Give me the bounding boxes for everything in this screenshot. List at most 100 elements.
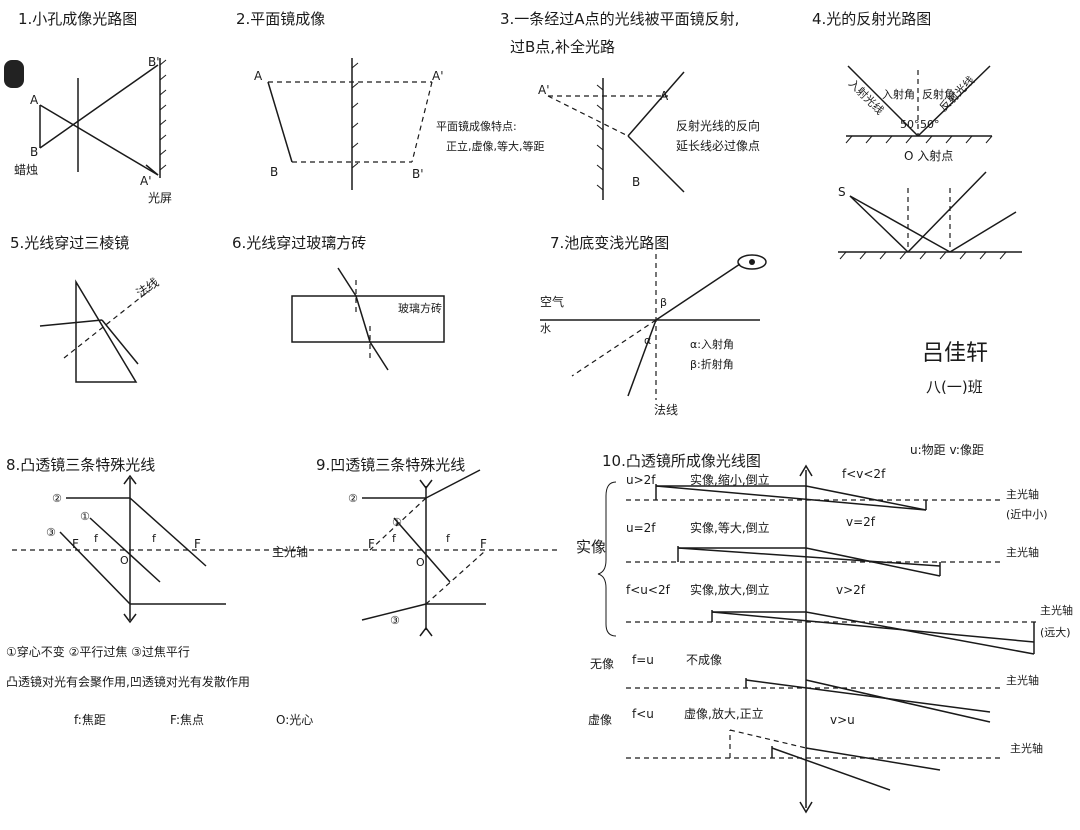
angle-in-label: 入射角 — [882, 87, 915, 101]
r1-note: (近中小) — [1006, 508, 1048, 521]
normal-label: 法线 — [134, 275, 162, 300]
prism — [75, 279, 138, 383]
r2-v: v=2f — [846, 515, 876, 529]
ray-row5b — [805, 747, 941, 771]
deg-refl: 50° — [920, 118, 940, 131]
student-class: 八(一)班 — [926, 378, 983, 396]
label-a: A — [30, 93, 39, 107]
ray-row2c — [805, 547, 941, 577]
r2-cond: u=2f — [626, 521, 656, 535]
f-left: f — [94, 532, 99, 545]
ray-a — [39, 104, 159, 176]
f-left: f — [392, 532, 397, 545]
r1-axis: 主光轴 — [1006, 487, 1039, 501]
optical-center: O — [120, 554, 129, 567]
ray-in — [337, 267, 357, 297]
candle-label: 蜡烛 — [14, 163, 38, 177]
num-3: ③ — [46, 526, 56, 539]
label-b2: B' — [412, 167, 424, 181]
real-image-brace — [597, 481, 617, 637]
pinhole-title: 1.小孔成像光路图 — [18, 10, 137, 28]
pool-title: 7.池底变浅光路图 — [550, 234, 669, 252]
screen-label: 光屏 — [148, 191, 172, 205]
mirror-hatching — [596, 84, 604, 191]
convex-title: 8.凸透镜三条特殊光线 — [6, 456, 155, 474]
concave-title: 9.凹透镜三条特殊光线 — [316, 456, 465, 474]
lens-arrows — [419, 479, 433, 637]
f-right: f — [152, 532, 157, 545]
legend-O: O:光心 — [276, 713, 313, 727]
label-a2: A' — [538, 83, 550, 97]
legend-alpha: α:入射角 — [690, 337, 734, 351]
r2-desc: 实像,等大,倒立 — [690, 520, 770, 535]
incident-ray — [627, 71, 685, 137]
normal — [63, 289, 151, 359]
ray-1 — [89, 517, 161, 583]
diagram-glass-brick: 6.光线穿过玻璃方砖 玻璃方砖 — [232, 234, 445, 371]
r5-desc: 虚像,放大,正立 — [684, 706, 764, 721]
ray-1 — [393, 517, 451, 583]
imaging-header: u:物距 v:像距 — [910, 443, 984, 457]
label-b: B — [270, 165, 278, 179]
label-a2: A' — [140, 174, 152, 188]
incident-label: 入射光线 — [846, 76, 887, 117]
surface-hatching — [845, 135, 993, 144]
real-label: 实像 — [576, 538, 606, 556]
ray-row4b — [805, 679, 991, 723]
surface-hatching-2 — [839, 251, 1007, 260]
ray-b — [39, 64, 159, 149]
features-title: 平面镜成像特点: — [436, 119, 517, 133]
glass-brick — [291, 295, 445, 343]
screen-hatching — [159, 59, 167, 171]
diagram-convex-lens: 8.凸透镜三条特殊光线 ② ① ③ F F f f O 主光轴 — [6, 456, 560, 624]
ray-2-out — [129, 497, 207, 567]
label-a: A — [660, 89, 669, 103]
ray-s2 — [849, 195, 951, 253]
ray-row5a — [771, 747, 891, 791]
legend-F: F:焦点 — [170, 713, 204, 727]
label-s: S — [838, 185, 846, 199]
clip-shadow — [4, 60, 24, 88]
lens-arrows — [123, 474, 137, 624]
diagram-concave-lens: 9.凹透镜三条特殊光线 ② ① ③ F F f f O — [316, 456, 487, 637]
note-line1: 反射光线的反向 — [676, 118, 760, 133]
ray-inside — [355, 295, 371, 343]
label-b2: B' — [148, 55, 160, 69]
focus-left: F — [72, 537, 79, 551]
ray-row3c — [805, 611, 1035, 655]
prism-title: 5.光线穿过三棱镜 — [10, 234, 129, 252]
ray-row5-back — [729, 729, 807, 749]
plane-mirror-title: 2.平面镜成像 — [236, 10, 325, 28]
ray-extension — [571, 319, 657, 377]
ray-3-in — [361, 603, 427, 621]
ray-3-in — [59, 531, 131, 605]
ray-row3a — [711, 611, 1035, 643]
label-a: A — [254, 69, 263, 83]
num-1: ① — [392, 516, 402, 529]
ray-2-back — [369, 497, 427, 551]
diagram-reflection: 4.光的反射光路图 入射光线 入射角 反射角 反射光线 50° 50° O 入射… — [812, 10, 1022, 260]
legend-beta: β:折射角 — [690, 357, 734, 371]
focus-right: F — [194, 537, 201, 551]
eye-pupil — [749, 259, 755, 265]
student-name: 吕佳轩 — [922, 341, 988, 366]
ray-2-out — [425, 469, 481, 499]
mirror-hatching — [351, 62, 359, 169]
water-label: 水 — [540, 322, 551, 335]
num-1: ① — [80, 510, 90, 523]
ray-row1c — [805, 485, 927, 511]
diagram-reflection-ab: 3.一条经过A点的光线被平面镜反射, 过B点,补全光路 A' A B 反射光线的… — [500, 10, 760, 200]
reflection-ab-title2: 过B点,补全光路 — [510, 38, 615, 56]
f-right: f — [446, 532, 451, 545]
deg-in: 50° — [900, 118, 920, 131]
ray-row2a — [677, 547, 941, 567]
ray-water — [627, 319, 657, 397]
num-2: ② — [52, 492, 62, 505]
r3-note: (远大) — [1040, 625, 1071, 639]
none-label: 无像 — [590, 657, 614, 671]
legend-line1: ①穿心不变 ②平行过焦 ③过焦平行 — [6, 644, 190, 659]
focus-left: F — [368, 537, 375, 551]
features-body: 正立,虚像,等大,等距 — [446, 139, 545, 153]
image-a — [145, 164, 159, 176]
